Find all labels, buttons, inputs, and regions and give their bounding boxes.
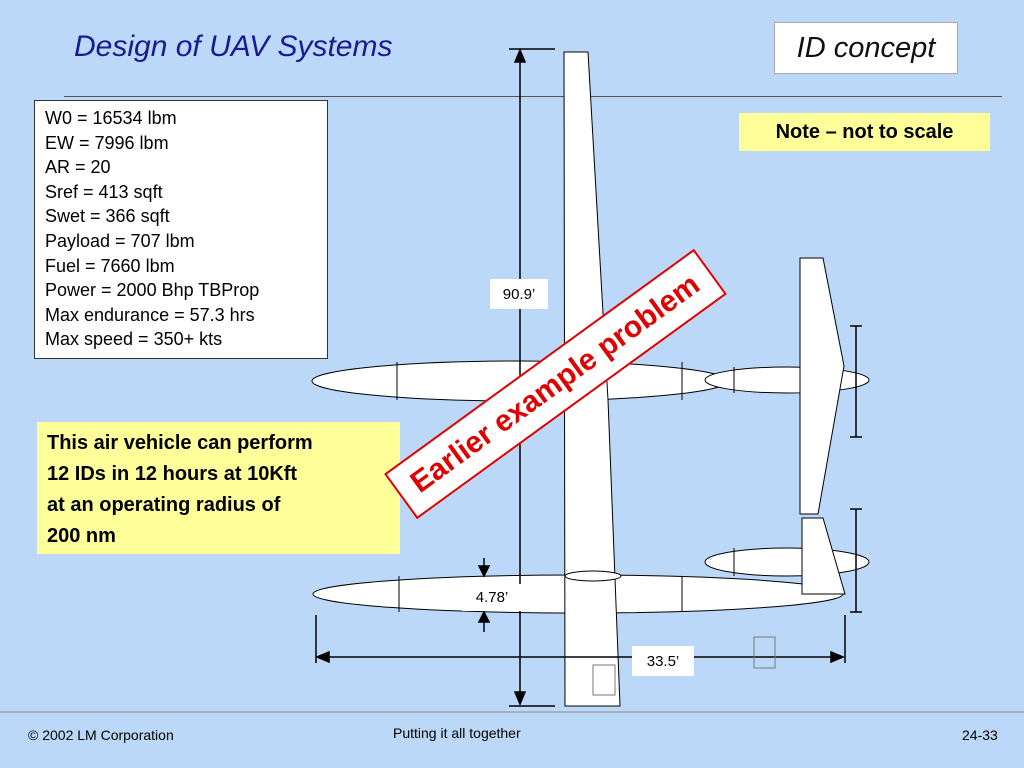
length-dimension-label: 33.5’: [632, 646, 694, 676]
footer-copyright: © 2002 LM Corporation: [28, 727, 174, 743]
engine-nacelle-upper: [704, 366, 870, 394]
spec-line: Fuel = 7660 lbm: [45, 255, 175, 276]
page-number: 24-33: [962, 727, 998, 743]
placeholder-glyph-box: [592, 664, 616, 696]
diameter-dimension-label: 4.78’: [462, 584, 522, 611]
specs-box: W0 = 16534 lbm EW = 7996 lbm AR = 20 Sre…: [34, 100, 328, 359]
spec-line: Swet = 366 sqft: [45, 206, 170, 227]
arrowhead: [477, 565, 491, 578]
arrowhead: [477, 610, 491, 623]
vertical-tail: [801, 517, 846, 595]
arrowhead: [830, 650, 845, 664]
wing-root-fairing: [564, 570, 622, 582]
placeholder-glyph-box: [753, 636, 776, 669]
scale-note: Note – not to scale: [739, 113, 990, 151]
title-divider: [64, 96, 1002, 97]
arrowhead: [315, 650, 330, 664]
spec-line: Max speed = 350+ kts: [45, 329, 223, 350]
engine-nacelle-lower: [704, 547, 870, 577]
spec-line: Power = 2000 Bhp TBProp: [45, 280, 260, 301]
footer-subtitle: Putting it all together: [393, 725, 521, 741]
spec-line: W0 = 16534 lbm: [45, 108, 177, 128]
horizontal-tail: [799, 257, 845, 515]
spec-line: Sref = 413 sqft: [45, 181, 163, 202]
arrowhead: [513, 48, 527, 63]
spec-line: Max endurance = 57.3 hrs: [45, 304, 255, 325]
spec-line: Payload = 707 lbm: [45, 230, 195, 251]
performance-text: This air vehicle can perform 12 IDs in 1…: [47, 432, 313, 547]
performance-box: This air vehicle can perform 12 IDs in 1…: [37, 422, 400, 554]
spec-line: EW = 7996 lbm: [45, 132, 169, 153]
arrowhead: [513, 691, 527, 706]
span-dimension-label: 90.9’: [490, 279, 548, 309]
spec-line: AR = 20: [45, 157, 111, 178]
concept-tag: ID concept: [774, 22, 958, 74]
slide-title: Design of UAV Systems: [74, 30, 393, 63]
